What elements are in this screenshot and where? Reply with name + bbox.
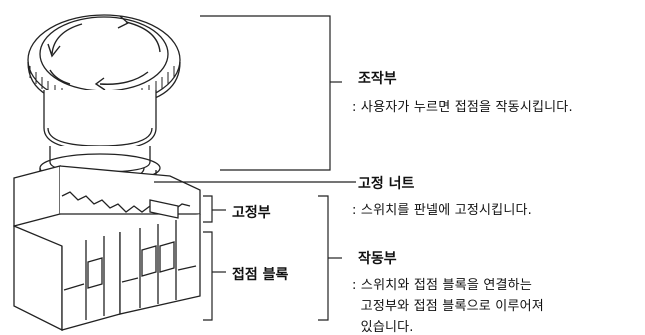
contact-block-title: 접점 블록	[232, 267, 289, 283]
fixing-nut-desc: : 스위치를 판넬에 고정시킵니다.	[352, 203, 532, 218]
fixing-part-title: 고정부	[232, 205, 271, 221]
operation-part-desc: : 사용자가 누르면 접점을 작동시킵니다.	[352, 100, 573, 115]
leader-lines	[154, 15, 356, 321]
actuator-part-desc-line-2: 고정부와 접점 블록으로 이루어져	[352, 299, 544, 314]
actuator-part-desc-line-3: 있습니다.	[352, 320, 414, 335]
rotation-arrow-icon	[47, 15, 161, 91]
contact-block-drawing	[13, 214, 201, 331]
fixing-part-drawing	[13, 165, 201, 227]
fixing-nut-title: 고정 너트	[358, 176, 415, 192]
contact-block-bracket	[203, 231, 213, 321]
operation-part-bracket	[200, 15, 331, 171]
actuator-part-title: 작동부	[358, 251, 397, 267]
operation-part-title: 조작부	[358, 71, 397, 87]
actuator-part-desc-line-1: : 스위치와 접점 블록을 연결하는	[352, 278, 532, 293]
fixing-part-bracket	[203, 195, 213, 223]
actuator-part-bracket	[318, 195, 329, 321]
head-body	[43, 90, 157, 173]
